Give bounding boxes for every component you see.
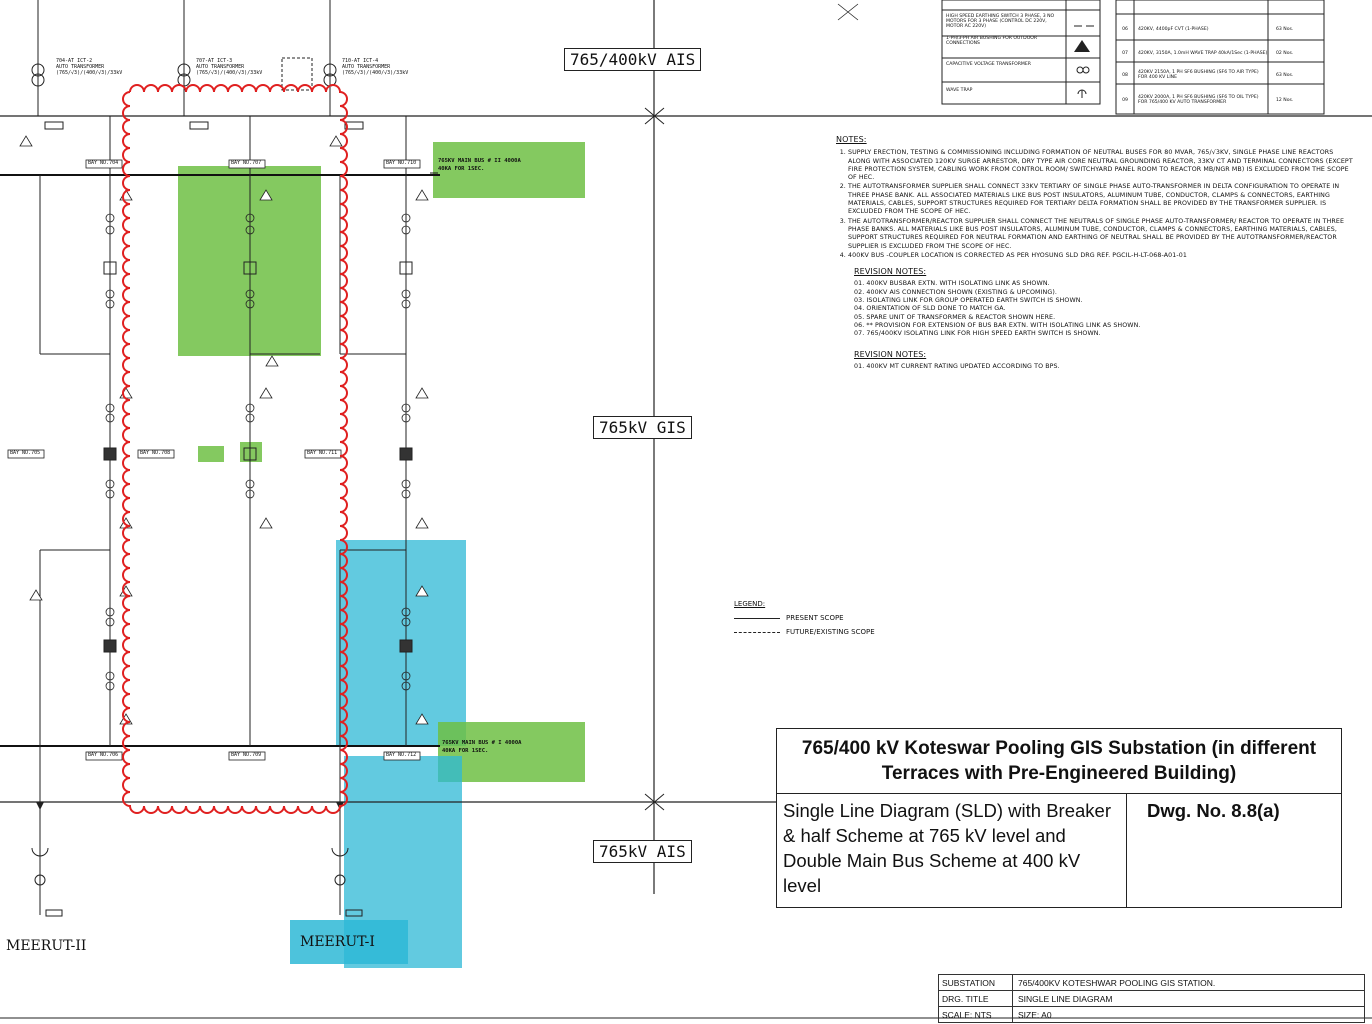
revision-item: 04. ORIENTATION OF SLD DONE TO MATCH GA.: [854, 305, 1006, 313]
main-bus-i-label: 765KV MAIN BUS # I 4000A 40KA FOR 1SEC.: [442, 740, 522, 754]
drawing-number: Dwg. No. 8.8(a): [1147, 800, 1280, 821]
row-number: 08: [1122, 72, 1128, 78]
table-row: CAPACITIVE VOLTAGE TRANSFORMER: [946, 62, 1031, 67]
row-qty: 63 Nos.: [1276, 72, 1294, 78]
revision-item: 06. ** PROVISION FOR EXTENSION OF BUS BA…: [854, 321, 1141, 329]
highlight-bus-i-label: [438, 722, 585, 782]
row-qty: 12 Nos.: [1276, 97, 1294, 103]
transformer-label-ict2: 704-AT ICT-2 AUTO TRANSFORMER (765/√3)/(…: [56, 58, 122, 76]
revision-item: 01. 400KV MT CURRENT RATING UPDATED ACCO…: [854, 362, 1060, 370]
legend-item-future: FUTURE/EXISTING SCOPE: [734, 628, 875, 636]
bay-label: BAY NO.709: [231, 752, 262, 758]
feeder-meerut-i: MEERUT-I: [300, 934, 375, 950]
revision-notes-2: REVISION NOTES: 01. 400KV MT CURRENT RAT…: [854, 349, 1356, 372]
bay-label: BAY NO.704: [88, 160, 119, 166]
info-value: 765/400KV KOTESHWAR POOLING GIS STATION.: [1018, 977, 1216, 988]
row-number: 09: [1122, 97, 1128, 103]
equipment-table-left: HIGH SPEED EARTHING SWITCH 3 PHASE, 3 NO…: [946, 14, 1064, 93]
revision-notes-1: REVISION NOTES: 01. 400KV BUSBAR EXTN. W…: [854, 267, 1356, 338]
note-item: SUPPLY ERECTION, TESTING & COMMISSIONING…: [848, 149, 1356, 182]
info-value: SIZE: A0: [1018, 1009, 1052, 1020]
highlight-cb-708: [240, 442, 262, 462]
bay-label: BAY NO.707: [231, 160, 262, 166]
transformer-desc: AUTO TRANSFORMER: [196, 64, 245, 70]
legend-item-present: PRESENT SCOPE: [734, 614, 875, 622]
note-item: THE AUTOTRANSFORMER SUPPLIER SHALL CONNE…: [848, 183, 1356, 216]
revision-item: 02. 400KV AIS CONNECTION SHOWN (EXISTING…: [854, 288, 1057, 296]
transformer-ratio: (765/√3)/(400/√3)/33kV: [196, 70, 263, 76]
legend-heading: LEGEND:: [734, 600, 766, 608]
info-key: DRG. TITLE: [939, 991, 1013, 1006]
ais-765-label: 765kV AIS: [593, 840, 692, 863]
highlight-708-52: [198, 446, 224, 462]
table-row: 09 420KV 2000A, 1 PH SF6 BUSHING (SF6 TO…: [1116, 86, 1324, 114]
info-key: SUBSTATION: [939, 975, 1013, 990]
info-block: SUBSTATION 765/400KV KOTESHWAR POOLING G…: [938, 974, 1365, 1023]
title-block: 765/400 kV Koteswar Pooling GIS Substati…: [776, 728, 1342, 908]
main-bus-ii-label: 765KV MAIN BUS # II 4000A 40KA FOR 1SEC.: [438, 158, 521, 172]
legend-solid-line: [734, 617, 780, 619]
row-desc: 420KV, 3150A, 1.0mH WAVE TRAP 40kA/1Sec …: [1138, 50, 1268, 56]
info-value: SINGLE LINE DIAGRAM: [1018, 993, 1113, 1004]
bay-label: BAY NO.708: [140, 450, 171, 456]
bay-label: BAY NO.706: [88, 752, 119, 758]
revision-cloud: [122, 84, 348, 814]
transformer-desc: AUTO TRANSFORMER: [56, 64, 105, 70]
drawing-main-title: 765/400 kV Koteswar Pooling GIS Substati…: [777, 729, 1341, 794]
legend: LEGEND: PRESENT SCOPE FUTURE/EXISTING SC…: [734, 600, 875, 642]
info-row: DRG. TITLE SINGLE LINE DIAGRAM: [939, 991, 1364, 1007]
info-row: SCALE: NTS SIZE: A0: [939, 1007, 1364, 1022]
row-qty: 02 Nos.: [1276, 50, 1294, 56]
transformer-label-ict4: 710-AT ICT-4 AUTO TRANSFORMER (765/√3)/(…: [342, 58, 408, 76]
row-desc: 420KV 2150A, 1 PH SF6 BUSHING (SF6 TO AI…: [1138, 70, 1259, 80]
note-item: 400KV BUS -COUPLER LOCATION IS CORRECTED…: [848, 252, 1356, 260]
drawing-subtitle: Single Line Diagram (SLD) with Breaker &…: [777, 794, 1127, 907]
gis-765-label: 765kV GIS: [593, 416, 692, 439]
revision-item: 07. 765/400KV ISOLATING LINK FOR HIGH SP…: [854, 330, 1101, 338]
equipment-icons: [1074, 25, 1094, 98]
table-row: 08 420KV 2150A, 1 PH SF6 BUSHING (SF6 TO…: [1116, 64, 1324, 86]
legend-dashed-line: [734, 631, 780, 633]
transformer-ratio: (765/√3)/(400/√3)/33kV: [342, 70, 409, 76]
revision-heading: REVISION NOTES:: [854, 349, 927, 359]
transformer-title: 707-AT ICT-3: [196, 58, 233, 64]
table-row: 06 420KV, 4400pF CVT (1-PHASE) 63 Nos.: [1116, 16, 1324, 42]
transformer-title: 710-AT ICT-4: [342, 58, 379, 64]
bay-label: BAY NO.712: [386, 752, 417, 758]
feeder-meerut-ii: MEERUT-II: [6, 938, 87, 954]
transformer-ratio: (765/√3)/(400/√3)/33kV: [56, 70, 123, 76]
revision-item: 05. SPARE UNIT OF TRANSFORMER & REACTOR …: [854, 313, 1056, 321]
equipment-table-right: 06 420KV, 4400pF CVT (1-PHASE) 63 Nos. 0…: [1116, 16, 1324, 114]
row-desc: 420KV, 4400pF CVT (1-PHASE): [1138, 26, 1209, 32]
transformer-desc: AUTO TRANSFORMER: [342, 64, 391, 70]
table-row: WAVE TRAP: [946, 88, 973, 93]
row-number: 07: [1122, 50, 1128, 56]
row-number: 06: [1122, 26, 1128, 32]
transformer-label-ict3: 707-AT ICT-3 AUTO TRANSFORMER (765/√3)/(…: [196, 58, 262, 76]
legend-label: FUTURE/EXISTING SCOPE: [786, 628, 875, 636]
notes-section: NOTES: SUPPLY ERECTION, TESTING & COMMIS…: [836, 135, 1356, 372]
highlight-bus-ii-label: [433, 142, 585, 198]
table-row: HIGH SPEED EARTHING SWITCH 3 PHASE, 3 NO…: [946, 14, 1055, 29]
info-key: SCALE: NTS: [939, 1007, 1013, 1022]
bay-label: BAY NO.710: [386, 160, 417, 166]
table-row: 1-PH/3-PH AIR BUSHING FOR OUTDOOR CONNEC…: [946, 36, 1038, 46]
row-desc: 420KV 2000A, 1 PH SF6 BUSHING (SF6 TO OI…: [1138, 95, 1259, 105]
highlight-meerut-i-label: [290, 920, 408, 964]
row-qty: 63 Nos.: [1276, 26, 1294, 32]
transformer-title: 704-AT ICT-2: [56, 58, 93, 64]
revision-heading: REVISION NOTES:: [854, 267, 927, 277]
notes-heading: NOTES:: [836, 135, 867, 144]
bay-label: BAY NO.711: [307, 450, 338, 456]
table-row: 07 420KV, 3150A, 1.0mH WAVE TRAP 40kA/1S…: [1116, 42, 1324, 64]
revision-item: 01. 400KV BUSBAR EXTN. WITH ISOLATING LI…: [854, 280, 1050, 288]
info-row: SUBSTATION 765/400KV KOTESHWAR POOLING G…: [939, 975, 1364, 991]
ais-765-400-label: 765/400kV AIS: [564, 48, 702, 71]
note-item: THE AUTOTRANSFORMER/REACTOR SUPPLIER SHA…: [848, 218, 1356, 251]
revision-item: 03. ISOLATING LINK FOR GROUP OPERATED EA…: [854, 297, 1083, 305]
bay-label: BAY NO.705: [10, 450, 41, 456]
legend-label: PRESENT SCOPE: [786, 614, 844, 622]
